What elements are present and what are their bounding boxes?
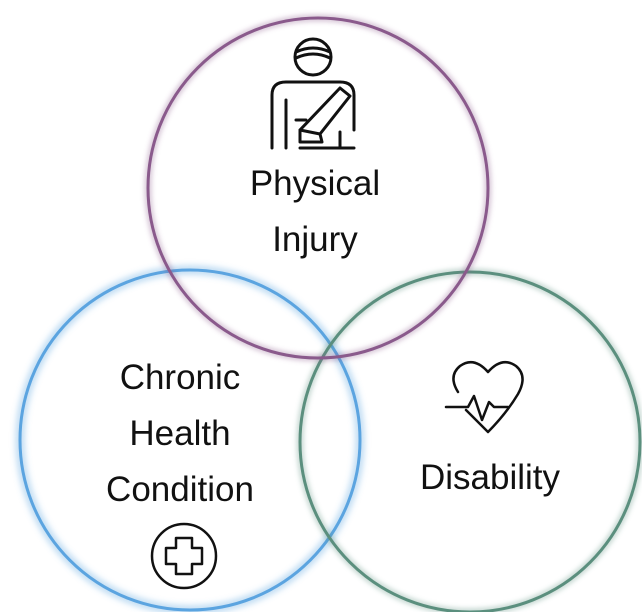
injured-person-arm-sling-icon bbox=[270, 37, 356, 150]
disability-label: Disability bbox=[395, 450, 585, 506]
disability-line-1: Disability bbox=[419, 458, 561, 497]
chronic-health-label: Chronic Health Condition bbox=[60, 350, 300, 518]
circle-chronic-health bbox=[15, 265, 365, 612]
chronic-health-line-1: Chronic bbox=[119, 358, 241, 397]
heartbeat-heart-icon bbox=[444, 360, 524, 434]
physical-injury-line-2: Injury bbox=[272, 220, 358, 259]
physical-injury-line-1: Physical bbox=[249, 164, 381, 203]
physical-injury-label: Physical Injury bbox=[215, 156, 415, 268]
medical-cross-icon bbox=[150, 522, 218, 590]
circle-physical-injury bbox=[144, 14, 492, 362]
chronic-health-line-2: Health bbox=[129, 414, 231, 453]
chronic-health-line-3: Condition bbox=[106, 470, 254, 509]
circle-disability bbox=[296, 268, 642, 612]
